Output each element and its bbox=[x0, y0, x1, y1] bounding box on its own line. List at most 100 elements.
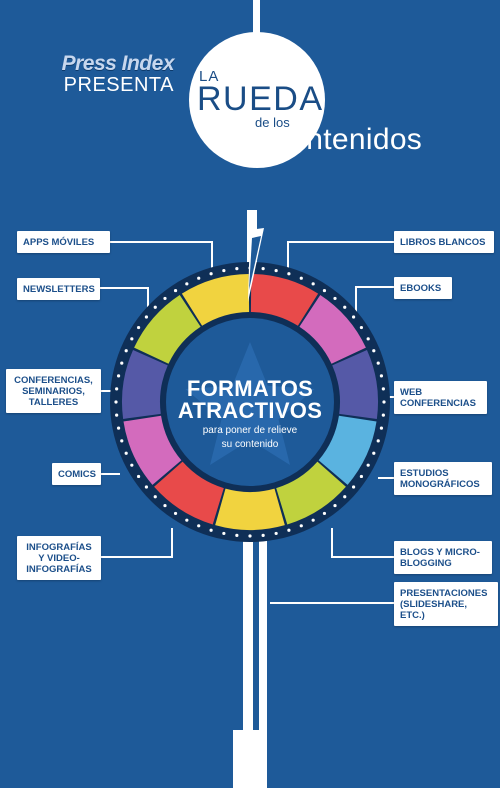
rim-dot bbox=[343, 305, 347, 309]
rim-dot bbox=[209, 528, 213, 532]
stem-lower bbox=[243, 530, 253, 788]
wheel-segment bbox=[332, 349, 378, 419]
rim-dot bbox=[261, 267, 265, 271]
rim-dot bbox=[274, 268, 278, 273]
rim-dot bbox=[115, 387, 119, 391]
rim-dot bbox=[248, 534, 252, 538]
rim-dot bbox=[144, 315, 149, 319]
title-de-los: de los bbox=[255, 115, 290, 130]
rim-dot bbox=[379, 374, 384, 378]
rim-dot bbox=[366, 463, 370, 467]
rim-dot bbox=[197, 276, 201, 280]
rim-dot bbox=[153, 495, 157, 499]
rim-dot bbox=[359, 325, 364, 330]
rim-dot bbox=[185, 282, 189, 286]
rim-dot bbox=[222, 531, 226, 536]
center-line-1: FORMATOS bbox=[186, 376, 314, 401]
title-contenidos: contenidos bbox=[274, 123, 423, 156]
rim-dot bbox=[376, 361, 380, 365]
rim-dot bbox=[359, 474, 364, 479]
wheel-center-text: FORMATOS ATRACTIVOS para poner de reliev… bbox=[160, 376, 340, 451]
rim-dot bbox=[124, 451, 128, 455]
rim-dot bbox=[144, 485, 149, 489]
rim-dot bbox=[333, 296, 337, 301]
rim-dot bbox=[197, 524, 201, 528]
wheel-segment bbox=[134, 295, 201, 364]
label-conferencias: CONFERENCIAS, SEMINARIOS, TALLERES bbox=[6, 369, 101, 413]
content-wheel bbox=[110, 262, 390, 542]
wheel-segment bbox=[122, 349, 168, 419]
press-index-logo: Press Index bbox=[61, 52, 175, 75]
rim-dot bbox=[130, 337, 134, 341]
rim-dot bbox=[382, 400, 386, 404]
rim-dot bbox=[376, 439, 380, 443]
rim-dot bbox=[299, 276, 303, 280]
wheel-segment bbox=[276, 461, 346, 525]
rim-dot bbox=[381, 387, 385, 391]
presenta-text: PRESENTA bbox=[63, 74, 174, 96]
label-infografias: INFOGRAFÍAS Y VIDEO-INFOGRAFÍAS bbox=[17, 536, 101, 580]
rim-dot bbox=[372, 349, 376, 353]
wheel-pointer-shade bbox=[249, 236, 261, 290]
rim-dot bbox=[351, 315, 356, 319]
rim-dot bbox=[136, 325, 141, 330]
rim-dot bbox=[333, 503, 337, 508]
label-comics: COMICS bbox=[52, 463, 101, 485]
top-stem bbox=[253, 0, 260, 55]
rim-dot bbox=[299, 524, 303, 528]
rim-dot bbox=[163, 503, 167, 508]
rim-dot bbox=[287, 272, 291, 276]
label-ebooks: EBOOKS bbox=[394, 277, 452, 299]
stem-base bbox=[233, 730, 267, 788]
label-presentaciones: PRESENTACIONES (SLIDESHARE, ETC.) bbox=[394, 582, 498, 626]
rim-dot bbox=[351, 485, 356, 489]
rim-dot bbox=[130, 463, 134, 467]
label-web-conferencias: WEB CONFERENCIAS bbox=[394, 381, 487, 414]
rim-dot bbox=[381, 413, 385, 417]
rim-dot bbox=[235, 533, 239, 537]
brand: Press Index PRESENTA bbox=[46, 52, 175, 97]
rim-dot bbox=[120, 361, 124, 365]
center-line-2: ATRACTIVOS bbox=[177, 398, 323, 423]
rim-dot bbox=[173, 288, 178, 293]
rim-dot bbox=[235, 267, 239, 271]
rim-dot bbox=[261, 533, 265, 537]
center-star-icon bbox=[185, 342, 315, 465]
wheel-segment bbox=[181, 274, 250, 326]
label-blogs-microblogging: BLOGS Y MICRO-BLOGGING bbox=[394, 541, 492, 574]
rim-dot bbox=[173, 511, 178, 516]
rim-dot bbox=[115, 413, 119, 417]
rim-dot bbox=[136, 474, 141, 479]
center-sub-1: para poner de relieve bbox=[202, 425, 298, 436]
wheel-segment bbox=[154, 461, 224, 525]
center-sub-2: su contenido bbox=[221, 439, 279, 450]
rim-dot bbox=[116, 426, 121, 430]
rim-dot bbox=[222, 268, 226, 273]
label-newsletters: NEWSLETTERS bbox=[17, 278, 100, 300]
rim-dot bbox=[274, 531, 278, 536]
rim-dot bbox=[311, 282, 315, 286]
rim-dot bbox=[163, 296, 167, 301]
rim-dot bbox=[311, 518, 315, 522]
rim-dot bbox=[366, 337, 370, 341]
rim-dot bbox=[379, 426, 384, 430]
rim-dot bbox=[124, 349, 128, 353]
rim-dot bbox=[185, 518, 189, 522]
rim-dot bbox=[322, 288, 327, 293]
label-libros-blancos: LIBROS BLANCOS bbox=[394, 231, 494, 253]
wheel-segment bbox=[123, 415, 182, 485]
label-estudios-monograficos: ESTUDIOS MONOGRÁFICOS bbox=[394, 462, 492, 495]
rim-dot bbox=[116, 374, 121, 378]
wheel-segment bbox=[250, 274, 319, 326]
rim-dot bbox=[114, 400, 118, 404]
rim-dot bbox=[209, 272, 213, 276]
title-rueda: RUEDA bbox=[197, 80, 324, 118]
wheel-segment bbox=[299, 295, 366, 364]
rim-dot bbox=[322, 511, 327, 516]
rim-dot bbox=[372, 451, 376, 455]
title-la: LA bbox=[199, 68, 220, 85]
rim-dot bbox=[153, 305, 157, 309]
rim-dot bbox=[343, 495, 347, 499]
